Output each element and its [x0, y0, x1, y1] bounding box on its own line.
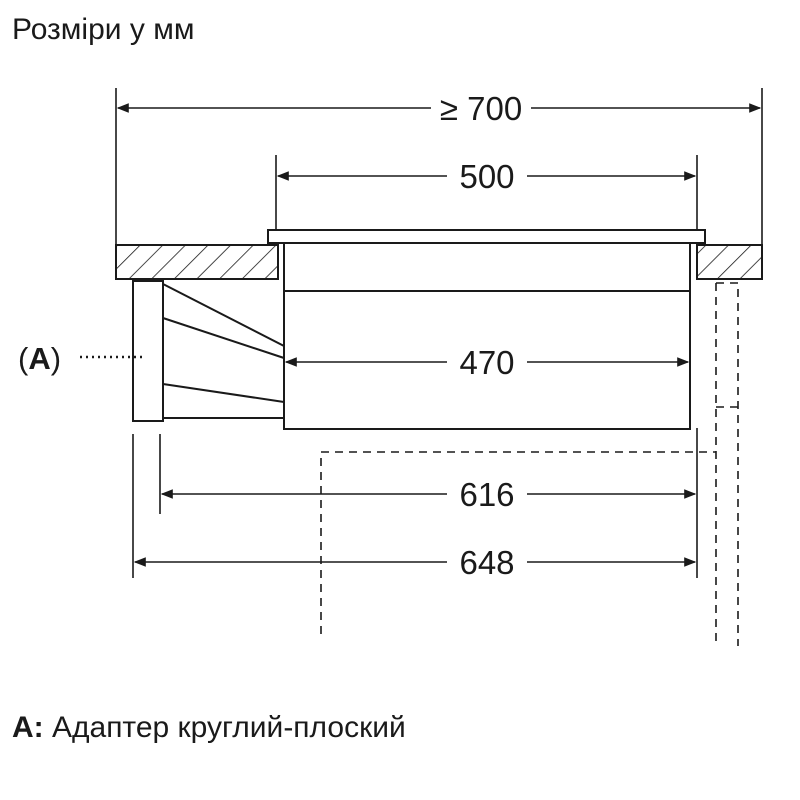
dimension-labels: ≥ 700 500 470 616 648 [440, 90, 522, 581]
callout-key: A [28, 341, 50, 376]
dimension-label-body-width: 470 [459, 344, 514, 381]
cabinet-outline-dashed [320, 282, 739, 646]
dimension-label-depth-with-adapter: 616 [459, 476, 514, 513]
dimensions-title: Розміри у мм [12, 13, 195, 46]
worktop [115, 244, 763, 280]
hob-body [283, 242, 691, 430]
callout-open-paren: ( [18, 341, 29, 376]
callout-close-paren: ) [51, 341, 61, 376]
dimension-label-top-width: 500 [459, 158, 514, 195]
extension-lines [115, 88, 763, 578]
adapter-callout-label: (A) [18, 341, 61, 376]
hob-glass-top [267, 229, 706, 244]
dimension-lines [116, 103, 762, 567]
legend-key: A: [12, 711, 44, 744]
worktop-left-section [115, 244, 279, 280]
adapter-round-flat [132, 280, 285, 422]
legend-text: Адаптер круглий-плоский [43, 711, 406, 744]
dimension-label-counter-opening: ≥ 700 [440, 90, 522, 127]
worktop-right-section [696, 244, 763, 280]
legend: A: Адаптер круглий-плоский [12, 708, 406, 748]
dimension-label-overall-depth: 648 [459, 544, 514, 581]
